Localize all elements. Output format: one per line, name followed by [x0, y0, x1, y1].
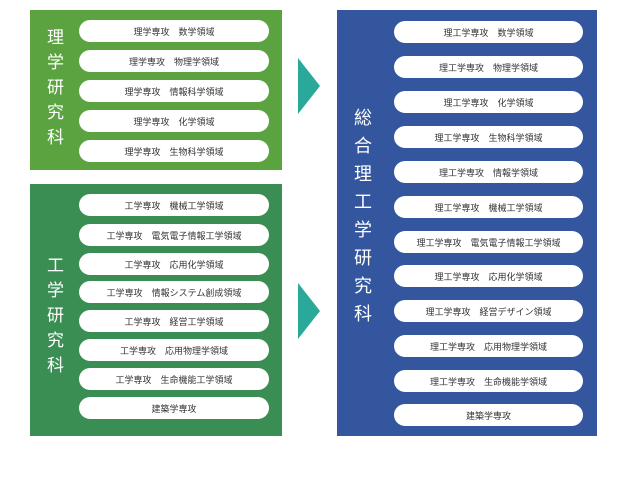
integrated-panel-title: 総合理工学研究科	[351, 108, 372, 332]
integrated-course-item: 理工学専攻 機械工学領域	[394, 196, 583, 218]
integrated-course-item: 理工学専攻 化学領域	[394, 91, 583, 113]
science-course-item: 理学専攻 情報科学領域	[79, 80, 269, 102]
engineering-course-item: 工学専攻 生命機能工学領域	[79, 368, 269, 390]
science-course-item: 理学専攻 数学領域	[79, 20, 269, 42]
engineering-course-item: 建築学専攻	[79, 397, 269, 419]
integrated-course-item: 理工学専攻 電気電子情報工学領域	[394, 231, 583, 253]
arrow-right-icon	[298, 283, 320, 339]
integrated-course-item: 理工学専攻 物理学領域	[394, 56, 583, 78]
engineering-course-item: 工学専攻 情報システム創成領域	[79, 281, 269, 303]
engineering-course-item: 工学専攻 応用化学領域	[79, 253, 269, 275]
engineering-graduate-school-panel: 工学研究科 工学専攻 機械工学領域 工学専攻 電気電子情報工学領域 工学専攻 応…	[30, 184, 282, 436]
engineering-course-item: 工学専攻 応用物理学領域	[79, 339, 269, 361]
science-graduate-school-panel: 理学研究科 理学専攻 数学領域 理学専攻 物理学領域 理学専攻 情報科学領域 理…	[30, 10, 282, 170]
integrated-course-item: 理工学専攻 情報学領域	[394, 161, 583, 183]
science-course-item: 理学専攻 生物科学領域	[79, 140, 269, 162]
integrated-course-item: 理工学専攻 生命機能学領域	[394, 370, 583, 392]
integrated-course-item: 建築学専攻	[394, 404, 583, 426]
integrated-course-item: 理工学専攻 経営デザイン領域	[394, 300, 583, 322]
engineering-panel-title: 工学研究科	[43, 256, 63, 381]
science-course-item: 理学専攻 化学領域	[79, 110, 269, 132]
integrated-course-item: 理工学専攻 生物科学領域	[394, 126, 583, 148]
arrow-right-icon	[298, 58, 320, 114]
integrated-course-item: 理工学専攻 応用化学領域	[394, 265, 583, 287]
science-course-item: 理学専攻 物理学領域	[79, 50, 269, 72]
engineering-course-item: 工学専攻 機械工学領域	[79, 194, 269, 216]
integrated-science-engineering-panel: 総合理工学研究科 理工学専攻 数学領域 理工学専攻 物理学領域 理工学専攻 化学…	[337, 10, 597, 436]
engineering-course-item: 工学専攻 電気電子情報工学領域	[79, 224, 269, 246]
integrated-course-item: 理工学専攻 数学領域	[394, 21, 583, 43]
science-panel-title: 理学研究科	[43, 28, 63, 153]
engineering-course-item: 工学専攻 経営工学領域	[79, 310, 269, 332]
integrated-course-item: 理工学専攻 応用物理学領域	[394, 335, 583, 357]
